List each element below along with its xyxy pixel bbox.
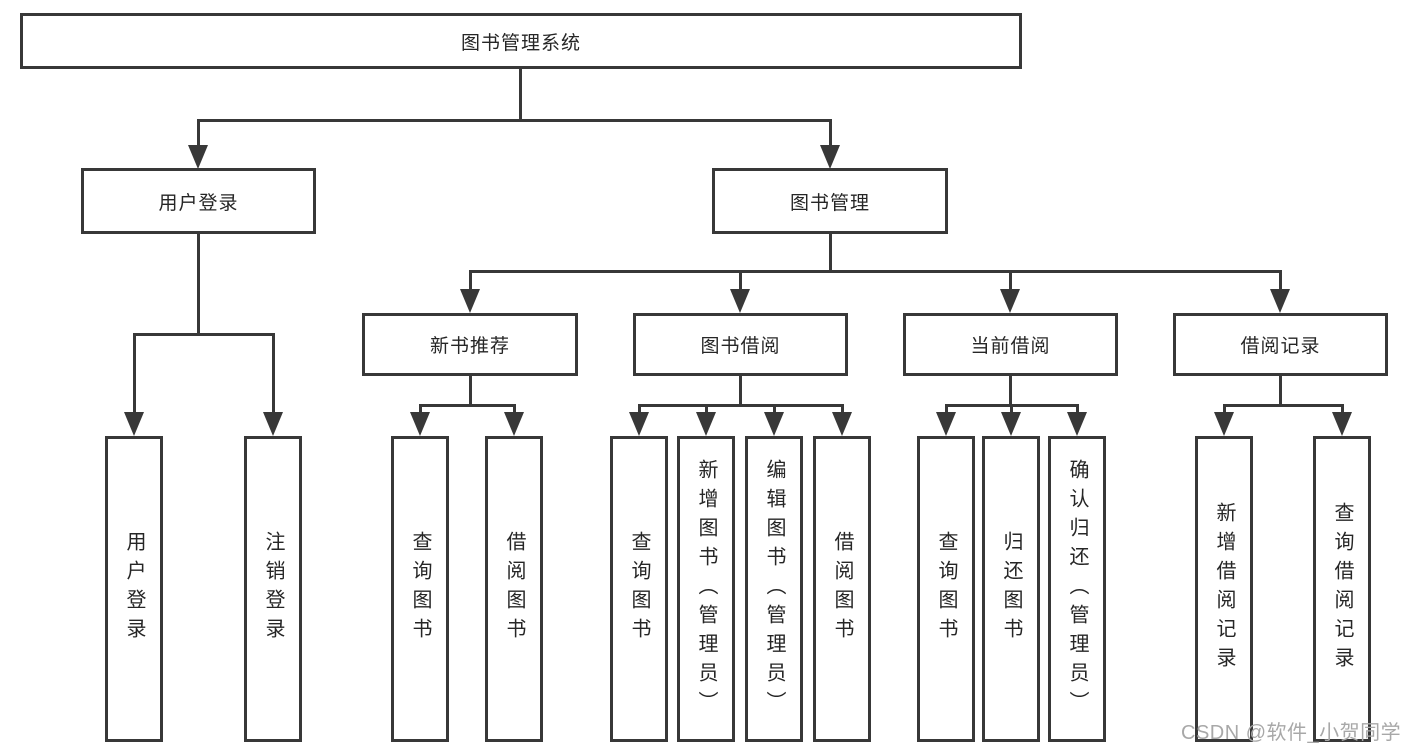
leaf-logout: 注销登录 <box>244 436 302 742</box>
connector-drop-leaf-8 <box>841 404 844 416</box>
arrowhead-current-borrowing <box>1000 289 1020 313</box>
node-new-book-recommendation: 新书推荐 <box>362 313 578 376</box>
connector-book-management-stem <box>829 234 832 273</box>
connector-borrowing-records-stem <box>1279 376 1282 407</box>
leaf-query-books-borrowing: 查询图书 <box>610 436 668 742</box>
node-book-borrowing: 图书借阅 <box>633 313 848 376</box>
leaf-query-books-current: 查询图书 <box>917 436 975 742</box>
connector-drop-book-borrowing <box>739 270 742 291</box>
arrowhead-user-login <box>188 145 208 169</box>
leaf-borrow-books-recommend: 借阅图书 <box>485 436 543 742</box>
node-user-login: 用户登录 <box>81 168 316 234</box>
connector-drop-leaf-10 <box>1010 404 1013 416</box>
connector-drop-leaf-3 <box>419 404 422 416</box>
leaf-edit-books-admin: 编辑图书（管理员） <box>745 436 803 742</box>
arrowhead-leaf-user-login <box>124 412 144 436</box>
connector-drop-leaf-user-login <box>133 333 136 415</box>
arrowhead-leaf-10 <box>1001 412 1021 436</box>
connector-current-borrowing-stem <box>1009 376 1012 407</box>
connector-book-management-bus <box>469 270 1282 273</box>
arrowhead-new-book-rec <box>460 289 480 313</box>
connector-drop-book-management <box>829 119 832 149</box>
connector-drop-leaf-12 <box>1223 404 1226 416</box>
connector-drop-user-login <box>197 119 200 149</box>
node-current-borrowing: 当前借阅 <box>903 313 1118 376</box>
arrowhead-leaf-13 <box>1332 412 1352 436</box>
connector-user-login-stem <box>197 234 200 335</box>
csdn-watermark: CSDN @软件_小贺同学 <box>1181 722 1402 744</box>
arrowhead-leaf-8 <box>832 412 852 436</box>
connector-drop-leaf-9 <box>945 404 948 416</box>
arrowhead-leaf-5 <box>629 412 649 436</box>
connector-book-borrowing-bus <box>638 404 844 407</box>
connector-borrowing-records-bus <box>1223 404 1344 407</box>
connector-drop-new-book-rec <box>469 270 472 291</box>
arrowhead-borrowing-records <box>1270 289 1290 313</box>
leaf-query-borrow-record: 查询借阅记录 <box>1313 436 1371 742</box>
leaf-borrow-books-borrowing: 借阅图书 <box>813 436 871 742</box>
arrowhead-leaf-4 <box>504 412 524 436</box>
arrowhead-leaf-9 <box>936 412 956 436</box>
connector-new-book-rec-bus <box>419 404 516 407</box>
connector-user-login-bus <box>133 333 275 336</box>
connector-book-borrowing-stem <box>739 376 742 407</box>
leaf-query-books-recommend: 查询图书 <box>391 436 449 742</box>
arrowhead-leaf-11 <box>1067 412 1087 436</box>
arrowhead-book-management <box>820 145 840 169</box>
connector-drop-leaf-logout <box>272 333 275 415</box>
leaf-user-login: 用户登录 <box>105 436 163 742</box>
connector-drop-borrowing-records <box>1279 270 1282 291</box>
arrowhead-leaf-6 <box>696 412 716 436</box>
leaf-return-books: 归还图书 <box>982 436 1040 742</box>
arrowhead-leaf-3 <box>410 412 430 436</box>
leaf-add-borrow-record: 新增借阅记录 <box>1195 436 1253 742</box>
connector-drop-current-borrowing <box>1009 270 1012 291</box>
arrowhead-leaf-logout <box>263 412 283 436</box>
connector-root-stem <box>519 69 522 122</box>
node-book-management: 图书管理 <box>712 168 948 234</box>
connector-root-bus <box>197 119 832 122</box>
connector-new-book-rec-stem <box>469 376 472 407</box>
connector-drop-leaf-7 <box>773 404 776 416</box>
leaf-add-books-admin: 新增图书（管理员） <box>677 436 735 742</box>
connector-drop-leaf-5 <box>638 404 641 416</box>
node-borrowing-records: 借阅记录 <box>1173 313 1388 376</box>
connector-drop-leaf-4 <box>513 404 516 416</box>
arrowhead-book-borrowing <box>730 289 750 313</box>
connector-drop-leaf-6 <box>705 404 708 416</box>
connector-drop-leaf-11 <box>1076 404 1079 416</box>
leaf-confirm-return-admin: 确认归还（管理员） <box>1048 436 1106 742</box>
connector-drop-leaf-13 <box>1341 404 1344 416</box>
arrowhead-leaf-7 <box>764 412 784 436</box>
arrowhead-leaf-12 <box>1214 412 1234 436</box>
node-library-management-system: 图书管理系统 <box>20 13 1022 69</box>
